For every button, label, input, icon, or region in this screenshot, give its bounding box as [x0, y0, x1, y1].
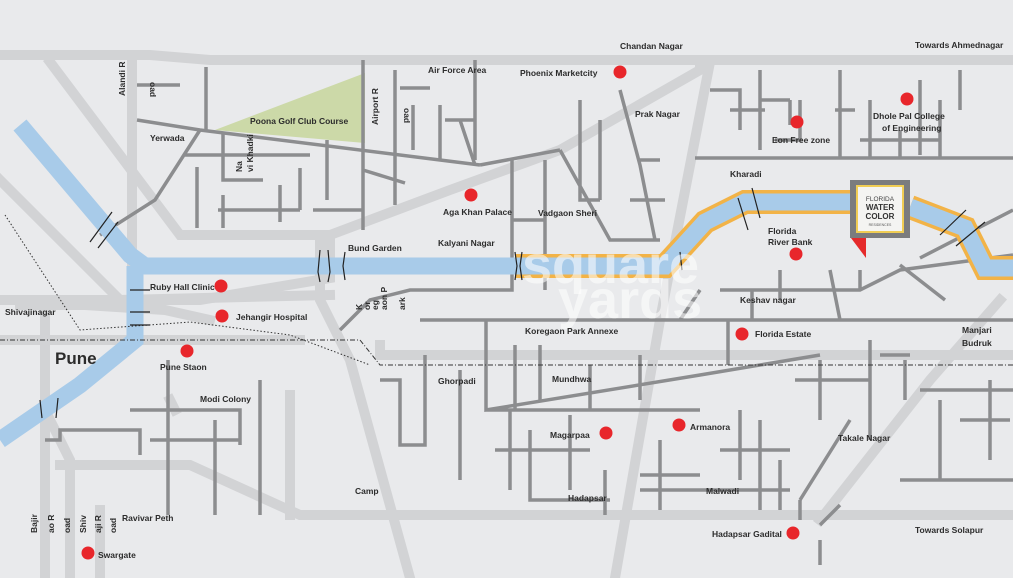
area-label: Camp: [355, 486, 379, 496]
road-label: Bajir: [29, 513, 39, 533]
watermark-text: yards: [558, 270, 702, 330]
road-label: Alandi R: [117, 62, 127, 96]
area-label: Chandan Nagar: [620, 41, 684, 51]
road-label: eg: [370, 300, 380, 310]
area-label: Koregaon Park Annexe: [525, 326, 618, 336]
poi-dot-swargate[interactable]: [81, 546, 95, 560]
poi-label: of Engineering: [882, 123, 942, 133]
road-label: Na: [234, 161, 244, 172]
poi-dot-florida-estate[interactable]: [735, 327, 749, 341]
poi-markers: [81, 65, 914, 560]
area-label: Ghorpadi: [438, 376, 476, 386]
area-label: Kharadi: [730, 169, 762, 179]
project-logo-text: RESIDENCES: [869, 223, 892, 227]
area-label: Vadgaon Sheri: [538, 208, 597, 218]
river: [0, 119, 1013, 448]
area-label: Ravivar Peth: [122, 513, 174, 523]
poi-dot-hadapsar-gadital[interactable]: [786, 526, 800, 540]
road-label: oad: [62, 518, 72, 533]
poi-label: Florida: [768, 226, 797, 236]
poi-label: Ruby Hall Clinic: [150, 282, 215, 292]
poi-labels: Phoenix Marketcity Eon Free zone Dhole P…: [98, 68, 945, 560]
city-label: Pune: [55, 349, 97, 368]
road-label: or: [362, 301, 372, 310]
area-label: Air Force Area: [428, 65, 487, 75]
road-label: aji R: [93, 515, 103, 533]
poi-label: Eon Free zone: [772, 135, 830, 145]
poi-dot-ruby-hall[interactable]: [214, 279, 228, 293]
watermark: square yards: [522, 235, 702, 330]
watermark-text: square: [522, 235, 699, 295]
area-label: Malwadi: [706, 486, 739, 496]
road-label: vi Khadki: [245, 134, 255, 172]
poi-dot-phoenix[interactable]: [613, 65, 627, 79]
poi-label: Armanora: [690, 422, 730, 432]
poi-dot-florida-river-bank[interactable]: [789, 247, 803, 261]
poi-dot-pune-station[interactable]: [180, 344, 194, 358]
direction-label: Towards Solapur: [915, 525, 984, 535]
area-label: Poona Golf Club Course: [250, 116, 348, 126]
road-label: oad: [148, 82, 158, 97]
minor-roads: [45, 60, 1013, 565]
project-marker-florida-water-color[interactable]: FLORIDA WATER COLOR RESIDENCES: [850, 180, 910, 258]
area-label: Takale Nagar: [838, 433, 891, 443]
poi-label: Phoenix Marketcity: [520, 68, 598, 78]
poi-label: Aga Khan Palace: [443, 207, 512, 217]
poi-dot-jehangir[interactable]: [215, 309, 229, 323]
railway-line: [0, 339, 1013, 366]
road-label: Airport R: [370, 88, 380, 125]
area-label: Hadapsar: [568, 493, 607, 503]
boundary-line: [4, 214, 371, 366]
area-label: Budruk: [962, 338, 992, 348]
poi-label: Dhole Pal College: [873, 111, 945, 121]
road-label: Shiv: [78, 515, 88, 533]
road-label: oad: [108, 518, 118, 533]
poi-dot-eon[interactable]: [790, 115, 804, 129]
area-label: Keshav nagar: [740, 295, 796, 305]
road-label: ark: [397, 297, 407, 310]
poi-label: Jehangir Hospital: [236, 312, 307, 322]
road-label: ao R: [46, 515, 56, 533]
poi-label: Swargate: [98, 550, 136, 560]
bridges: [39, 187, 986, 419]
area-label: Yerwada: [150, 133, 185, 143]
area-labels: Chandan Nagar Towards Ahmednagar Air For…: [5, 40, 1004, 535]
road-label: oad: [402, 108, 412, 123]
area-label: Modi Colony: [200, 394, 251, 404]
road-labels: Alandi R oad Airport R oad Na vi Khadki …: [29, 62, 412, 533]
poi-label: Hadapsar Gadital: [712, 529, 782, 539]
poi-label: Florida Estate: [755, 329, 811, 339]
project-logo-text: COLOR: [866, 212, 895, 221]
area-label: Kalyani Nagar: [438, 238, 495, 248]
poi-dot-dhole-patil[interactable]: [900, 92, 914, 106]
area-label: Shivajinagar: [5, 307, 56, 317]
poi-label: River Bank: [768, 237, 813, 247]
poi-dot-aga-khan[interactable]: [464, 188, 478, 202]
area-label: Manjari: [962, 325, 992, 335]
poi-label: Pune Staon: [160, 362, 207, 372]
area-label: Mundhwa: [552, 374, 591, 384]
area-label: Bund Garden: [348, 243, 402, 253]
project-logo-text: FLORIDA: [866, 196, 895, 203]
golf-course-area: [215, 73, 365, 143]
project-logo-text: WATER: [866, 203, 895, 212]
road-label: K: [354, 303, 364, 310]
poi-dot-magarpatta[interactable]: [599, 426, 613, 440]
marker-pointer: [851, 238, 866, 258]
area-label: Prak Nagar: [635, 109, 681, 119]
poi-label: Magarpaa: [550, 430, 590, 440]
road-label: aon P: [379, 287, 389, 310]
direction-label: Towards Ahmednagar: [915, 40, 1004, 50]
poi-dot-amanora[interactable]: [672, 418, 686, 432]
